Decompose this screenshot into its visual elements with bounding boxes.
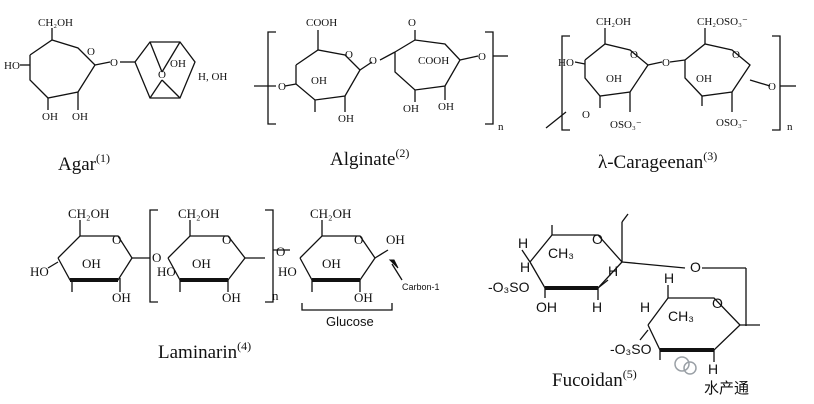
watermark-text: 水产通	[704, 379, 749, 397]
laminarin-ring-o-label-1: O	[112, 232, 121, 247]
carageenan-n-label: n	[787, 121, 793, 133]
agar-linker-o-label: O	[110, 57, 118, 69]
agar-structure	[20, 28, 196, 110]
laminarin-oh-label-1: OH	[82, 256, 101, 271]
laminarin-n-label: n	[272, 288, 279, 303]
laminarin-ch2oh-label-2: CH₂OH	[178, 206, 219, 221]
agar-ring-o-label: O	[87, 46, 95, 58]
fucoidan-ch3-label-2: CH₃	[668, 308, 694, 324]
laminarin-carbon1-label: Carbon-1	[402, 282, 440, 292]
carageenan-oso3-label-2: OSO₃⁻	[716, 117, 748, 129]
fucoidan-ch3-label-1: CH₃	[548, 245, 574, 261]
laminarin-ho-label-1: HO	[30, 264, 49, 279]
carageenan-end-o-label: O	[768, 81, 776, 93]
fucoidan-h-label-4: H	[592, 299, 602, 315]
carageenan-ring-o-label-1: O	[630, 49, 638, 61]
alginate-cooh-label-1: COOH	[306, 17, 337, 29]
laminarin-ring-o-label-2: O	[222, 232, 231, 247]
alginate-oh-label-4: OH	[438, 101, 454, 113]
laminarin-oh-label-4: OH	[222, 290, 241, 305]
fucoidan-h-label-3: H	[608, 263, 618, 279]
laminarin-ch2oh-label-3: CH₂OH	[310, 206, 351, 221]
carageenan-oh-label-2: OH	[696, 73, 712, 85]
agar-oh-label-2: OH	[72, 111, 88, 123]
alginate-end-o-label: O	[478, 51, 486, 63]
laminarin-oh-label-2: OH	[112, 290, 131, 305]
agar-oh-label-1: OH	[42, 111, 58, 123]
alginate-oh-label-3: OH	[403, 103, 419, 115]
laminarin-oh-label-5: OH	[322, 256, 341, 271]
alginate-caption: Alginate(2)	[330, 146, 409, 170]
fucoidan-bold-edges	[545, 286, 714, 352]
alginate-chain-o-label: O	[278, 81, 286, 93]
laminarin-ho-label-3: HO	[278, 264, 297, 279]
laminarin-caption: Laminarin(4)	[158, 339, 251, 363]
fucoidan-h-label-6: H	[640, 299, 650, 315]
agar-h-oh-label: H, OH	[198, 71, 227, 83]
laminarin-linker-o-label-2: O	[276, 244, 285, 259]
laminarin-ch2oh-label-1: CH₂OH	[68, 206, 109, 221]
alginate-ring-o-label-2: O	[408, 17, 416, 29]
agar-caption: Agar(1)	[58, 151, 110, 175]
laminarin-oh-label-6: OH	[354, 290, 373, 305]
alginate-n-label: n	[498, 121, 504, 133]
fucoidan-oso3-label-1: -O₃SO	[488, 279, 530, 295]
carageenan-oh-label-1: OH	[606, 73, 622, 85]
watermark-logo	[674, 356, 697, 375]
alginate-structure	[254, 30, 508, 125]
fucoidan-caption: Fucoidan(5)	[552, 367, 637, 391]
fucoidan-oh-label: OH	[536, 299, 557, 315]
carageenan-oso3-label-1: OSO₃⁻	[610, 119, 642, 131]
fucoidan-linker-o-label: O	[690, 259, 701, 275]
fucoidan-ring-o-label-1: O	[592, 231, 603, 247]
agar-bridge-o-label: O	[158, 69, 166, 81]
carageenan-ring-o-label-2: O	[732, 49, 740, 61]
carageenan-chain-o-label: O	[582, 109, 590, 121]
fucoidan-h-label-2: H	[520, 259, 530, 275]
alginate-oh-label-2: OH	[338, 113, 354, 125]
alginate-ring-o-label-1: O	[345, 49, 353, 61]
carageenan-ch2oh-label: CH₂OH	[596, 16, 631, 28]
carageenan-linker-o-label: O	[662, 57, 670, 69]
fucoidan-h-label-1: H	[518, 235, 528, 251]
fucoidan-h-label-7: H	[708, 361, 718, 377]
alginate-linker-o-label: O	[369, 55, 377, 67]
carageenan-structure	[545, 28, 796, 131]
laminarin-ho-label-2: HO	[157, 264, 176, 279]
laminarin-oh-label-3: OH	[192, 256, 211, 271]
alginate-oh-label-1: OH	[311, 75, 327, 87]
laminarin-carbon1-arrowhead	[388, 259, 399, 269]
agar-ring-oh-label: OH	[170, 58, 186, 70]
fucoidan-h-label-5: H	[664, 270, 674, 286]
laminarin-ring-o-label-3: O	[354, 232, 363, 247]
laminarin-linker-o-label-1: O	[152, 250, 161, 265]
fucoidan-oso3-label-2: -O₃SO	[610, 341, 652, 357]
agar-ho-label: HO	[4, 60, 20, 72]
agar-ch2oh-label: CH₂OH	[38, 17, 73, 29]
laminarin-anomeric-oh-label: OH	[386, 232, 405, 247]
carageenan-ch2oso3-label: CH₂OSO₃⁻	[697, 16, 748, 28]
fucoidan-ring-o-label-2: O	[712, 295, 723, 311]
laminarin-glucose-label: Glucose	[326, 314, 374, 329]
carageenan-caption: λ-Carageenan(3)	[598, 149, 717, 173]
alginate-cooh-label-2: COOH	[418, 55, 449, 67]
carageenan-ho-label: HO	[558, 57, 574, 69]
